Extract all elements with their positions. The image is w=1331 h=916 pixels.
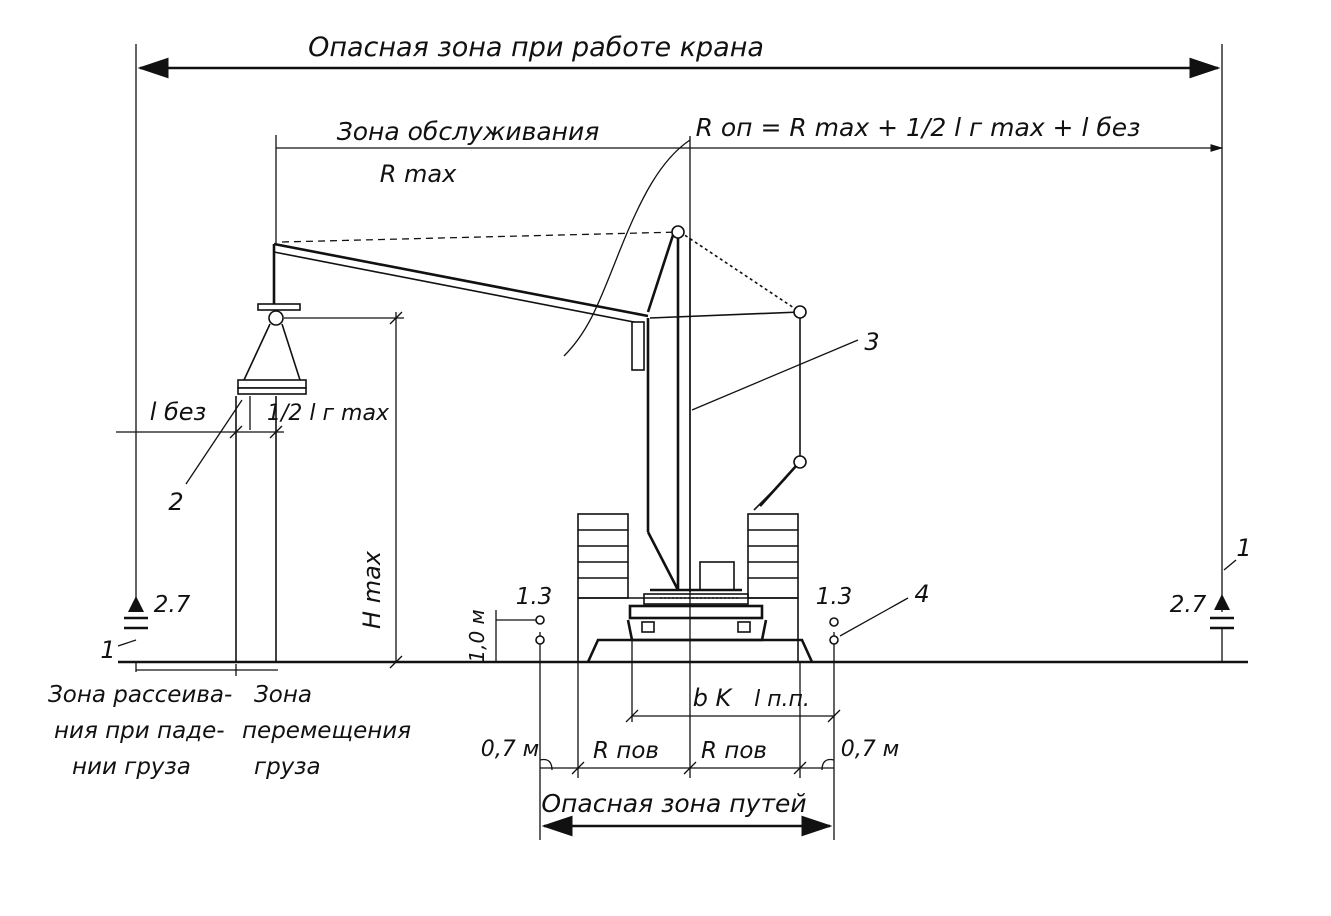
- callout-4: 4: [914, 580, 929, 608]
- h-max-label: H max: [358, 550, 386, 629]
- counterweight-left: [577, 513, 629, 599]
- callout-1-left: 1: [100, 636, 115, 664]
- scatter-zone-line-3: нии груза: [72, 754, 191, 780]
- bk-dimension: b K l п.п.: [625, 684, 841, 723]
- danger-zone-tracks-label: Опасная зона путей: [541, 789, 806, 818]
- mark-13-left: 1.3: [516, 584, 553, 610]
- offset-07-right: 0,7 м: [841, 737, 900, 762]
- danger-zone-crane-label: Опасная зона при работе крана: [308, 32, 764, 63]
- service-zone-dimension: Зона обслуживания R оп = R max + 1/2 l г…: [275, 113, 1224, 662]
- l-bez-dimension: l без 1/2 l г max 2: [116, 398, 390, 516]
- warning-sign-left: 2.7 1: [100, 592, 190, 664]
- move-zone-line-2: перемещения: [242, 718, 411, 744]
- boundary-post-right: 1.3 4: [816, 580, 930, 645]
- bk-label: b K: [693, 684, 734, 712]
- r-max-label: R max: [380, 160, 457, 188]
- hook-load: [235, 244, 307, 662]
- boundary-post-left: 1.3 1,0 м: [465, 584, 552, 663]
- callout-3: 3: [864, 328, 879, 356]
- r-pov-dimension: R пов R пов 0,7 м 0,7 м: [481, 737, 900, 775]
- warning-sign-right: 2.7 1: [1170, 534, 1252, 662]
- h-max-dimension: H max: [284, 311, 404, 669]
- svg-text:Зона перемещения г: Зона перемещения груза: [242, 682, 418, 780]
- scatter-zone-line-2: ния при паде-: [54, 718, 225, 744]
- danger-zone-tracks-dimension: Опасная зона путей: [541, 789, 833, 837]
- svg-text:Зона рассеива- ния при п: Зона рассеива- ния при паде- нии груза: [48, 682, 240, 780]
- l-pp-label: l п.п.: [754, 687, 810, 712]
- mark-13-right: 1.3: [816, 584, 853, 610]
- mark-27-right: 2.7: [1170, 592, 1207, 618]
- l-bez-label: l без: [150, 398, 207, 426]
- mark-27-left: 2.7: [154, 592, 191, 618]
- half-l-gmax-label: 1/2 l г max: [267, 401, 390, 426]
- counterweight-right: [747, 513, 799, 599]
- callout-2: 2: [168, 488, 183, 516]
- scatter-zone-line-1: Зона рассеива-: [48, 682, 232, 708]
- service-zone-label: Зона обслуживания: [337, 117, 600, 146]
- callout-1-right: 1: [1236, 534, 1251, 562]
- crane-base: [577, 561, 814, 663]
- warning-sign-icon: [128, 596, 144, 612]
- r-op-formula: R оп = R max + 1/2 l г max + l без: [696, 113, 1141, 142]
- height-10-label: 1,0 м: [465, 609, 489, 662]
- lower-left-zones: Зона рассеива- ния при паде- нии груза З…: [48, 662, 418, 780]
- crane-mast: [631, 238, 691, 592]
- r-pov-left-label: R пов: [593, 738, 659, 764]
- danger-zone-crane-dimension: Опасная зона при работе крана: [135, 32, 1223, 612]
- track-zone-lines: [539, 632, 835, 840]
- offset-07-left: 0,7 м: [481, 737, 540, 762]
- r-pov-right-label: R пов: [701, 738, 767, 764]
- warning-sign-icon: [1214, 594, 1230, 610]
- move-zone-line-1: Зона: [254, 682, 312, 708]
- callout-3-leader: 3: [691, 328, 880, 411]
- crane-boom: [273, 139, 807, 511]
- move-zone-line-3: груза: [254, 754, 321, 780]
